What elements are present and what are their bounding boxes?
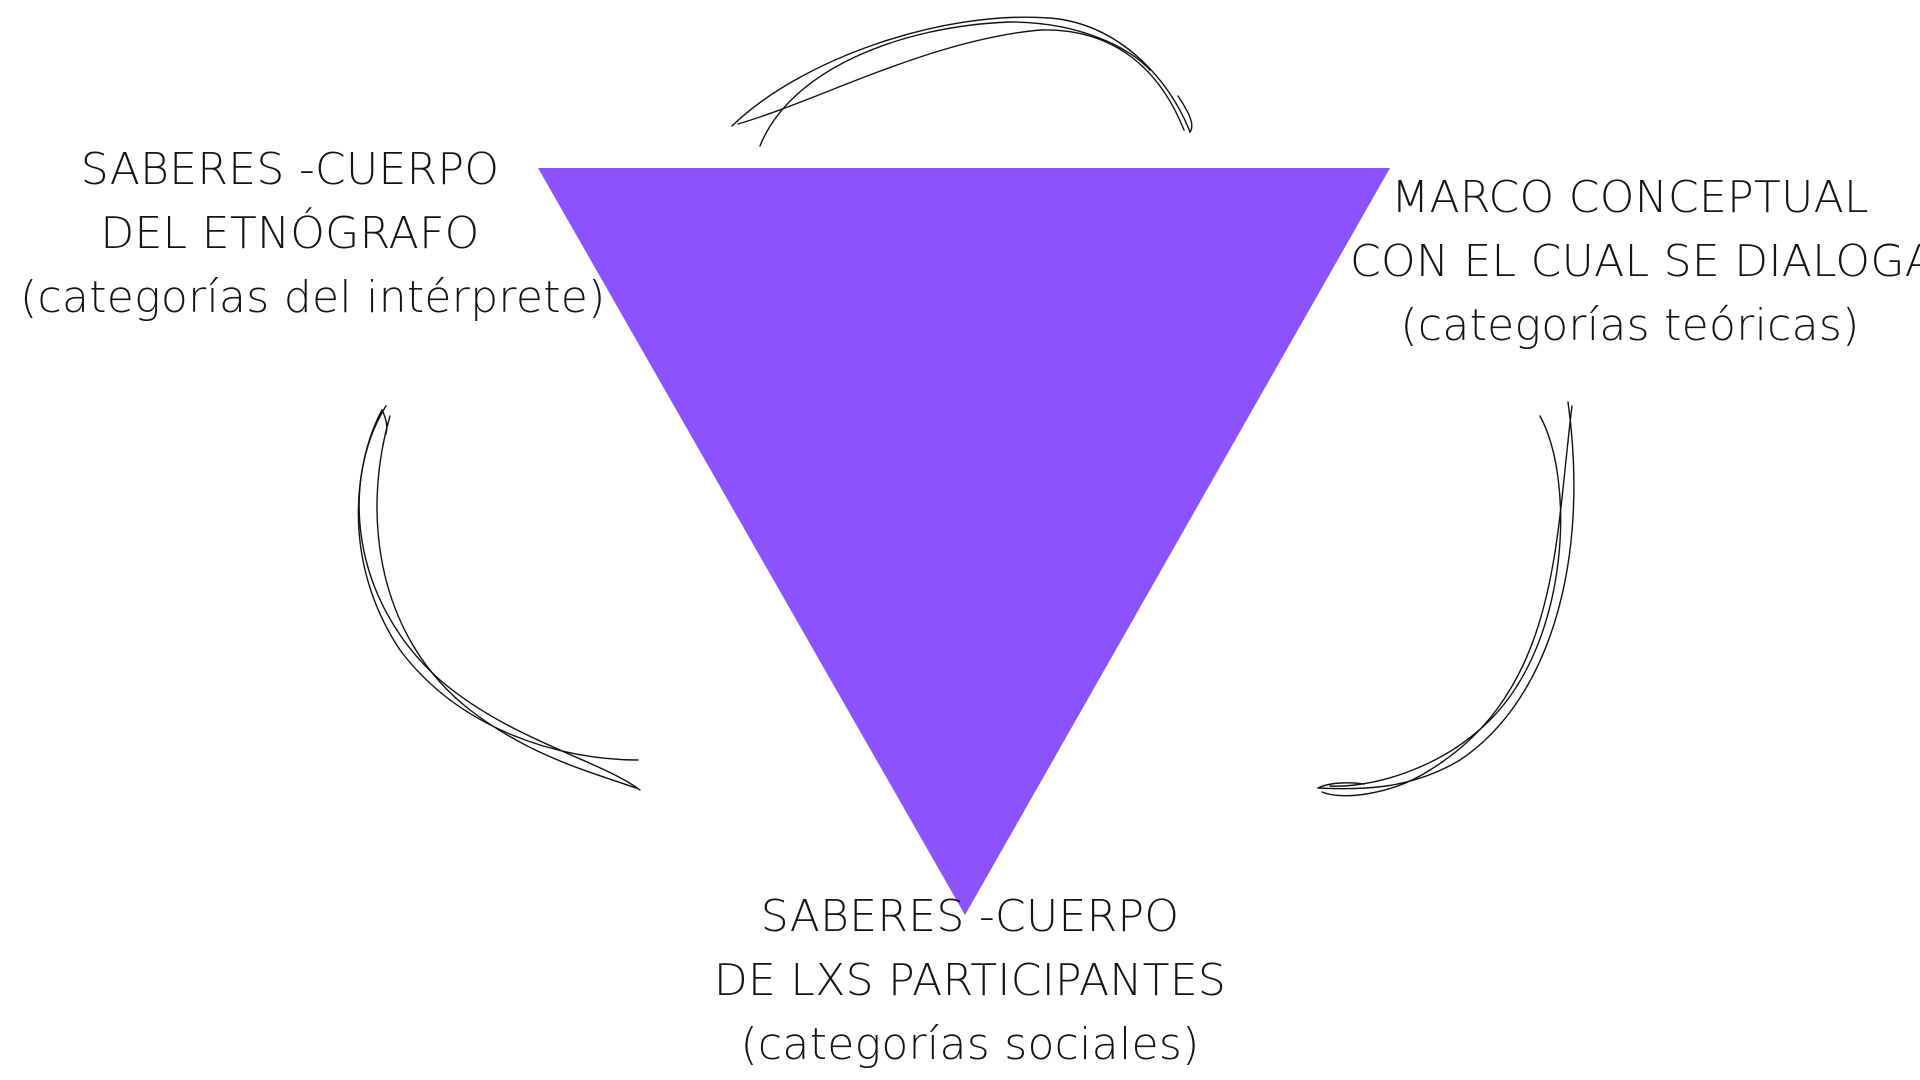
node-label-line: SABERES -CUERPO [80,144,500,195]
node-label-line: DE LXS PARTICIPANTES [713,955,1227,1006]
node-label-line: (categorías sociales) [740,1019,1200,1070]
node-label-ethnographer: SABERES -CUERPO DEL ETNÓGRAFO (categoría… [20,138,606,330]
top-arrow [731,16,1193,147]
node-label-line: CON EL CUAL SE DIALOGA [1350,236,1920,287]
node-label-line: (categorías teóricas) [1400,300,1860,351]
left-arrow [357,405,641,791]
right-arrow [1317,401,1575,797]
node-label-line: (categorías del intérprete) [20,272,606,323]
node-label-conceptual-framework: MARCO CONCEPTUAL CON EL CUAL SE DIALOGA … [1350,166,1920,358]
node-label-line: MARCO CONCEPTUAL [1391,172,1869,223]
node-label-line: DEL ETNÓGRAFO [100,208,480,259]
central-triangle [538,168,1390,915]
node-label-line: SABERES -CUERPO [760,891,1180,942]
node-label-participants: SABERES -CUERPO DE LXS PARTICIPANTES (ca… [690,885,1250,1077]
